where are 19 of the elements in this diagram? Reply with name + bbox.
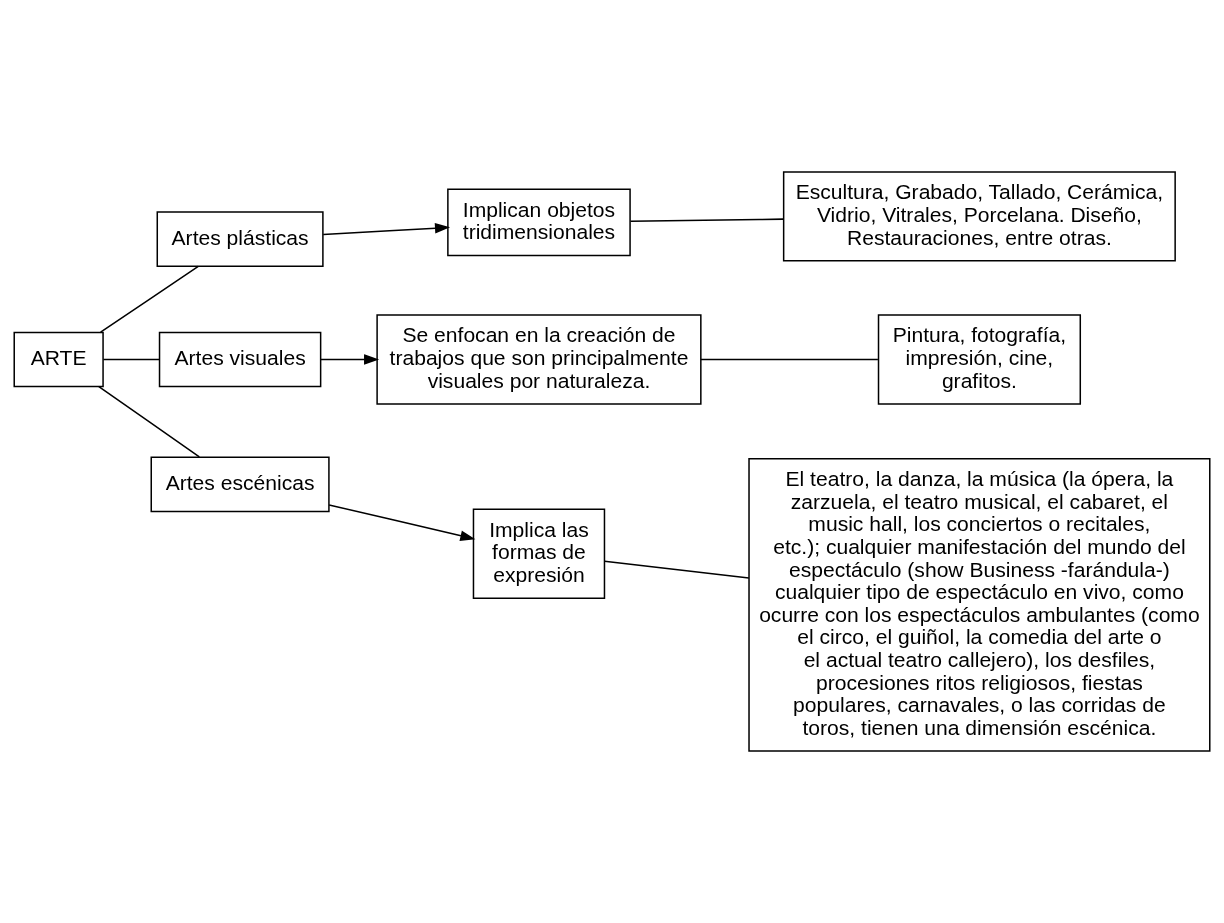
node-box: Pintura, fotografía, impresión, cine, grafitos. [877,314,1082,405]
node-box: Artes visuales [158,331,322,388]
arrow [322,222,451,236]
connector [99,265,199,333]
node-box: Implican objetos tridimensionales [447,188,631,257]
connector [603,560,750,579]
arrow [328,504,476,541]
node-box: Escultura, Grabado, Tallado, Cerámica, Vidrio, Vitrales, Porcelana. Diseño, Restauraciones, entre otras. [782,171,1176,262]
node-box: ARTE [13,331,104,388]
connector [629,218,784,222]
connector [102,358,161,361]
connector [98,385,201,458]
node-box: Se enfocan en la creación de trabajos que son principalmente visuales por naturaleza. [376,314,702,405]
arrow [320,354,380,365]
connector [700,358,879,361]
node-box: Artes plásticas [156,211,324,267]
node-box: Implica las formas de expresión [472,508,606,599]
node-box: El teatro, la danza, la música (la ópera, la zarzuela, el teatro musical, el cabaret, el music hall, los conciertos o recitales, etc.); cualquier manifestación del mundo del espectáculo (show Business -farándula-) cualquier tipo de espectáculo en vivo, como ocurre con los espectáculos ambulantes (como el circo, el guiñol, la comedia del arte o el actual teatro callejero), los desfiles, procesiones ritos religiosos, fiestas populares, carnavales, o las corridas de toros, tienen una dimensión escénica. [748,458,1211,752]
node-box: Artes escénicas [150,456,330,513]
